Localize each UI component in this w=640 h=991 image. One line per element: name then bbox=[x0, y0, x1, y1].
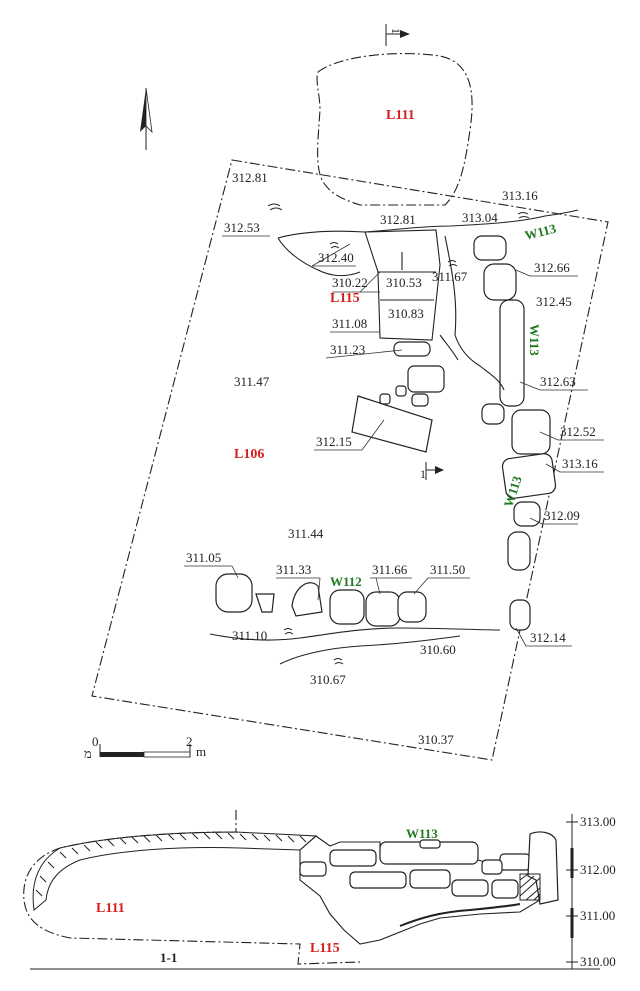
collapse-stones bbox=[351, 341, 445, 453]
section-w113-label: W113 bbox=[406, 826, 438, 841]
wall-w112-label: W112 bbox=[330, 574, 362, 589]
elevation-label: 312.63 bbox=[540, 374, 576, 389]
locus-l111-label: L111 bbox=[386, 108, 415, 123]
elevation-label: 312.45 bbox=[536, 294, 572, 309]
locus-l106-label: L106 bbox=[234, 447, 264, 462]
leader-lines bbox=[184, 235, 604, 647]
scale-bar: 0 2 m מ bbox=[84, 734, 206, 761]
locus-l115-label: L115 bbox=[330, 291, 360, 306]
elevation-label: 313.04 bbox=[462, 210, 498, 225]
north-arrow-icon bbox=[140, 87, 153, 150]
slope-symbols bbox=[267, 203, 530, 665]
section-level-label: 312.00 bbox=[580, 862, 616, 877]
section-marker-label-middle: 1 bbox=[420, 467, 426, 481]
terrain-line-north bbox=[277, 209, 579, 239]
elevation-label: 313.16 bbox=[562, 456, 598, 471]
section-title: 1-1 bbox=[160, 950, 177, 965]
elevation-label: 310.83 bbox=[388, 306, 424, 321]
locus-l111-outline bbox=[316, 53, 473, 206]
elevation-label: 312.14 bbox=[530, 630, 566, 645]
elevation-label: 311.44 bbox=[288, 526, 324, 541]
excavation-square-outline bbox=[91, 159, 609, 761]
scale-two: 2 bbox=[186, 734, 193, 749]
elevation-label: 311.05 bbox=[186, 550, 221, 565]
elevation-label: 310.53 bbox=[386, 275, 422, 290]
terrain-line-south-1 bbox=[209, 627, 501, 641]
elevation-label: 313.16 bbox=[502, 188, 538, 203]
wall-w112-stones bbox=[215, 573, 427, 627]
section-level-label: 311.00 bbox=[580, 908, 615, 923]
elevation-label: 310.22 bbox=[332, 275, 368, 290]
elevation-label: 311.23 bbox=[330, 342, 365, 357]
elevation-label: 311.67 bbox=[432, 269, 468, 284]
scale-unit-hebrew: מ bbox=[84, 746, 92, 761]
scale-zero: 0 bbox=[92, 734, 99, 749]
section-level-label: 313.00 bbox=[580, 814, 616, 829]
elevation-label: 312.40 bbox=[318, 250, 354, 265]
elevation-label: 311.50 bbox=[430, 562, 465, 577]
elevation-label: 310.67 bbox=[310, 672, 346, 687]
scale-unit: m bbox=[196, 744, 206, 759]
section-marker-middle: 1 bbox=[420, 462, 444, 481]
terrain-line-east bbox=[444, 235, 505, 391]
elevation-label: 310.37 bbox=[418, 732, 454, 747]
section-marker-top: 1 bbox=[385, 24, 410, 46]
wall-w113-label-mid: W113 bbox=[527, 324, 542, 356]
terrain-line-inner bbox=[439, 334, 459, 361]
section-l111-label: L111 bbox=[96, 901, 125, 916]
elevation-label: 312.52 bbox=[560, 424, 596, 439]
section-1-1: L111 L115 W113 1-1 313.00 312.00 311.00 … bbox=[23, 810, 616, 970]
wall-w113-label-top: W113 bbox=[523, 221, 558, 243]
elevation-label: 312.09 bbox=[544, 508, 580, 523]
section-l115-label: L115 bbox=[310, 941, 340, 956]
section-marker-label-top: 1 bbox=[389, 28, 403, 34]
section-level-label: 310.00 bbox=[580, 954, 616, 969]
elevation-label: 312.81 bbox=[232, 170, 268, 185]
elevation-label: 312.53 bbox=[224, 220, 260, 235]
elevation-label: 311.33 bbox=[276, 562, 311, 577]
elevation-label: 312.15 bbox=[316, 434, 352, 449]
elevation-label: 312.66 bbox=[534, 260, 570, 275]
elevation-label: 312.81 bbox=[380, 212, 416, 227]
elevation-labels: 312.81 312.53 312.40 312.81 313.16 313.0… bbox=[186, 170, 598, 747]
elevation-label: 311.10 bbox=[232, 628, 267, 643]
terrain-line-south-2 bbox=[279, 635, 461, 665]
elevation-label: 311.47 bbox=[234, 374, 270, 389]
elevation-label: 311.66 bbox=[372, 562, 408, 577]
elevation-label: 310.60 bbox=[420, 642, 456, 657]
terrain-line-west bbox=[277, 237, 361, 277]
elevation-label: 311.08 bbox=[332, 316, 367, 331]
